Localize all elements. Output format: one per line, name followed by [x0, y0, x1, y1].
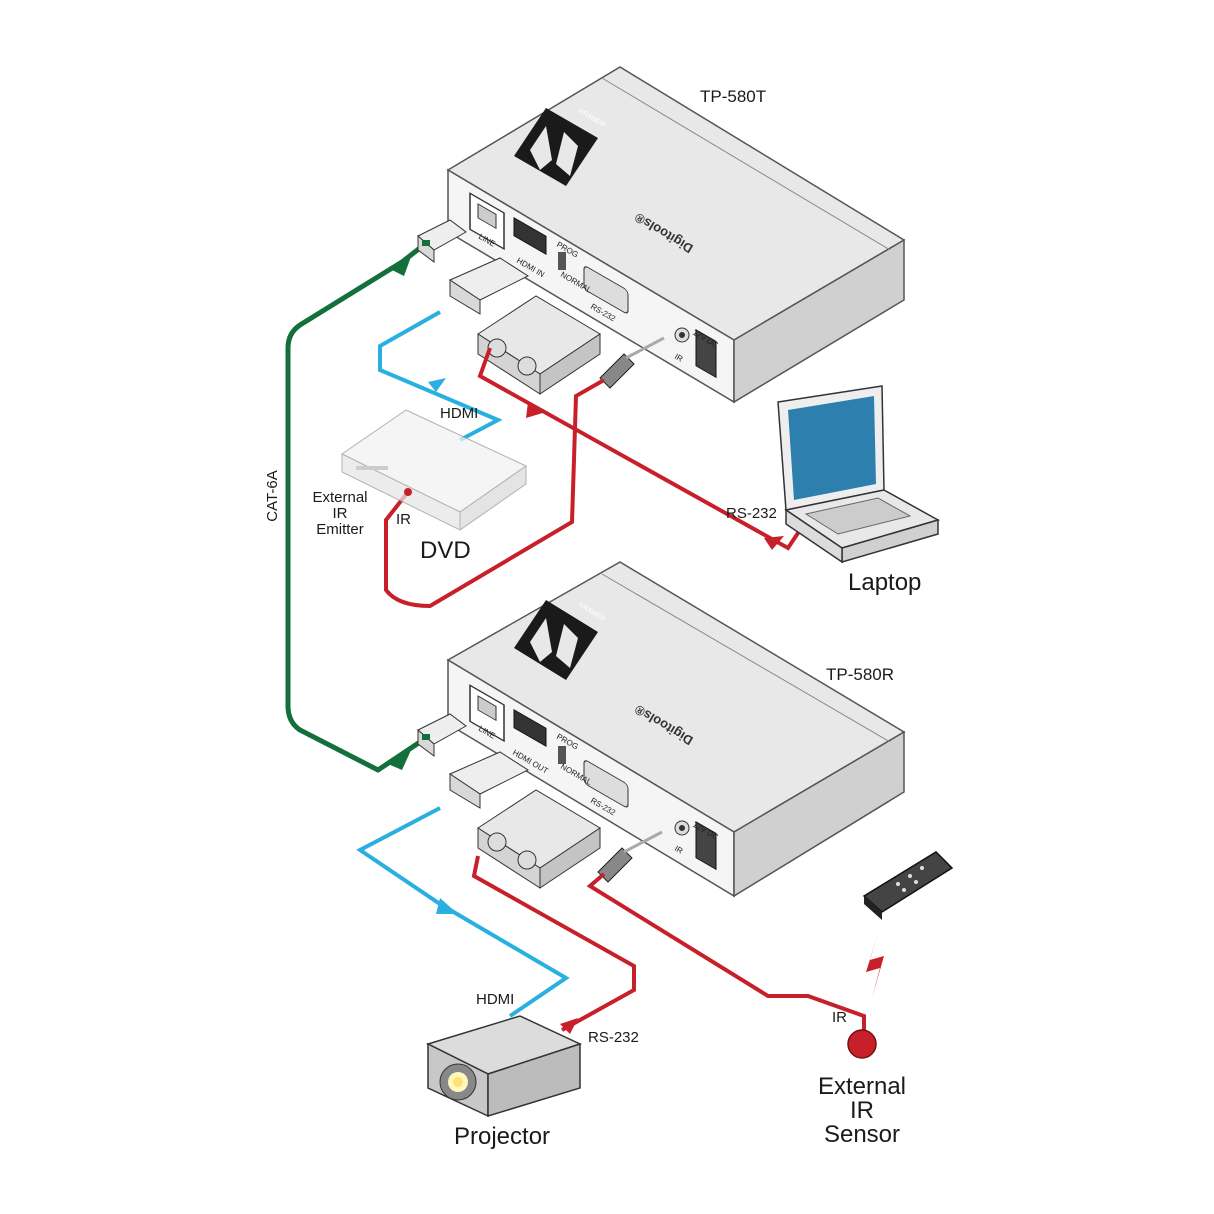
hdmi-arrow-projector: [436, 898, 458, 914]
emitter-label-1: External: [312, 489, 367, 506]
dvd-hdmi-label: HDMI: [440, 405, 478, 422]
projector: [425, 1015, 583, 1118]
emitter-label-3: Emitter: [316, 521, 364, 538]
emitter-label-2: IR: [333, 505, 348, 522]
tp580t-model-label: TP-580T: [700, 87, 766, 106]
cat6a-cable: [285, 246, 422, 773]
tp580r-power-jack: [695, 821, 717, 871]
dvd-player: [341, 409, 527, 531]
tp580t-side: [733, 238, 905, 404]
ir-cable-sensor: [586, 872, 866, 1040]
tp580t-power-jack: [695, 329, 717, 379]
sensor-label-2: IR: [850, 1097, 874, 1124]
sensor-ir-label: IR: [832, 1009, 847, 1026]
hdmi-arrow-dvd: [428, 378, 446, 392]
tp580r-ir-label: IR: [673, 844, 685, 856]
dvd-ir-label: IR: [396, 511, 411, 528]
cat6a-arrow-top: [392, 254, 412, 276]
tp580r-kramer-logo: [514, 600, 598, 680]
tp580t-device: KRAMER Digitools® LINE HDMI IN PROG NORM…: [417, 66, 906, 404]
projector-rs232-label: RS-232: [588, 1029, 639, 1046]
projector-hdmi-label: HDMI: [476, 991, 514, 1008]
sensor-label-3: Sensor: [824, 1121, 900, 1148]
laptop: [777, 385, 940, 564]
external-ir-sensor-icon: [847, 1029, 877, 1059]
cat6a-label: CAT-6A: [264, 470, 281, 521]
laptop-rs232-label: RS-232: [726, 505, 777, 522]
cat6a-arrow-bottom: [388, 748, 412, 770]
hdmi-cable-dvd: [378, 310, 503, 442]
rs232-arrow-laptop-2: [764, 536, 784, 550]
tp580t-ir-plug: [599, 353, 635, 389]
tp580t-hdmi-port: [513, 216, 547, 256]
tp580r-side: [733, 730, 905, 898]
rs232-cable-projector: [471, 855, 636, 1032]
rs232-arrow-laptop: [526, 402, 546, 418]
ir-signal-icon: [866, 934, 884, 998]
tp580t-ir-label: IR: [673, 352, 685, 364]
tp580r-hdmi-port: [513, 708, 547, 748]
tp580r-device: KRAMER Digitools® LINE HDMI OUT PROG NOR…: [417, 561, 906, 898]
tp580t-kramer-logo: [514, 108, 598, 186]
rs232-cable-laptop: [477, 347, 802, 551]
tp580r-rs232-port: [583, 760, 629, 808]
tp580t-rs232-port: [583, 266, 629, 314]
dvd-label: DVD: [420, 537, 471, 564]
remote-control-icon: [862, 851, 954, 920]
external-ir-emitter-icon: [404, 488, 412, 496]
sensor-label-1: External: [818, 1073, 906, 1100]
ir-cable-emitter: [384, 378, 605, 609]
rs232-arrow-projector: [560, 1018, 578, 1034]
tp580r-ir-plug: [597, 847, 633, 883]
projector-label: Projector: [454, 1123, 550, 1150]
tp580r-model-label: TP-580R: [826, 665, 894, 684]
laptop-label: Laptop: [848, 569, 921, 596]
